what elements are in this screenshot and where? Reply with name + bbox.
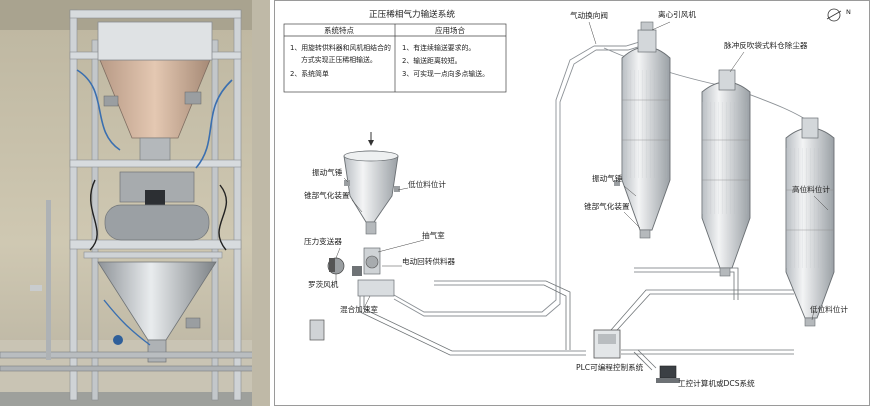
table-header-applications: 应用场合 bbox=[435, 25, 465, 35]
label-aerator-silo: 锥部气化装置 bbox=[584, 201, 630, 211]
table-title: 正压稀相气力输送系统 bbox=[369, 8, 455, 20]
label-mixer: 混合加速室 bbox=[340, 304, 378, 314]
north-compass: N bbox=[826, 8, 851, 22]
feature-line-1: 1、用旋转供料器和风机相结合的 bbox=[290, 43, 391, 52]
silo-3 bbox=[785, 117, 835, 327]
label-low-level-hopper: 低位料位计 bbox=[408, 179, 446, 189]
table-header-features: 系统特点 bbox=[324, 25, 354, 35]
north-label: N bbox=[846, 8, 851, 16]
equipment-photo bbox=[0, 0, 270, 406]
label-dust-collector: 脉冲反吹袋式料仓除尘器 bbox=[724, 40, 808, 50]
application-line-3: 3、可实现一点向多点输送。 bbox=[402, 69, 489, 78]
computer-terminal bbox=[656, 365, 680, 383]
feed-hopper bbox=[343, 132, 400, 235]
label-pressure: 压力变送器 bbox=[304, 236, 342, 246]
label-low-level-silo: 低位料位计 bbox=[810, 304, 848, 314]
silo-2 bbox=[701, 69, 751, 277]
pneumatic-conveying-diagram: 正压稀相气力输送系统 系统特点 应用场合 1、用旋转供料器和风机相结合的 方式实… bbox=[274, 0, 870, 406]
label-aerator-hopper: 锥部气化装置 bbox=[304, 190, 350, 200]
feature-line-3: 2、系统简单 bbox=[290, 69, 329, 78]
application-line-1: 1、有连续输送要求的。 bbox=[402, 43, 475, 52]
plc-cabinet bbox=[593, 329, 621, 359]
label-high-level: 高位料位计 bbox=[792, 184, 830, 194]
application-line-2: 2、输送距离较短。 bbox=[402, 56, 462, 65]
leader-lines bbox=[335, 21, 829, 321]
control-lines bbox=[359, 267, 794, 371]
info-table: 正压稀相气力输送系统 系统特点 应用场合 1、用旋转供料器和风机相结合的 方式实… bbox=[283, 8, 507, 93]
label-plc: PLC可编程控制系统 bbox=[576, 362, 644, 372]
label-rotary: 电动回转供料器 bbox=[402, 256, 456, 266]
silo-1 bbox=[614, 21, 671, 239]
label-diverter: 气动换向阀 bbox=[570, 10, 608, 20]
label-dcs: 工控计算机或DCS系统 bbox=[678, 378, 755, 388]
feature-line-2: 方式实现正压稀相输送。 bbox=[301, 55, 377, 64]
label-vibrator-hopper: 振动气锤 bbox=[312, 167, 343, 177]
label-roots: 罗茨风机 bbox=[308, 279, 339, 289]
label-vent: 抽气室 bbox=[422, 230, 445, 240]
label-vibrator-silo: 振动气锤 bbox=[592, 173, 623, 183]
feeder-assembly bbox=[309, 247, 395, 341]
label-fan: 离心引风机 bbox=[658, 9, 696, 19]
